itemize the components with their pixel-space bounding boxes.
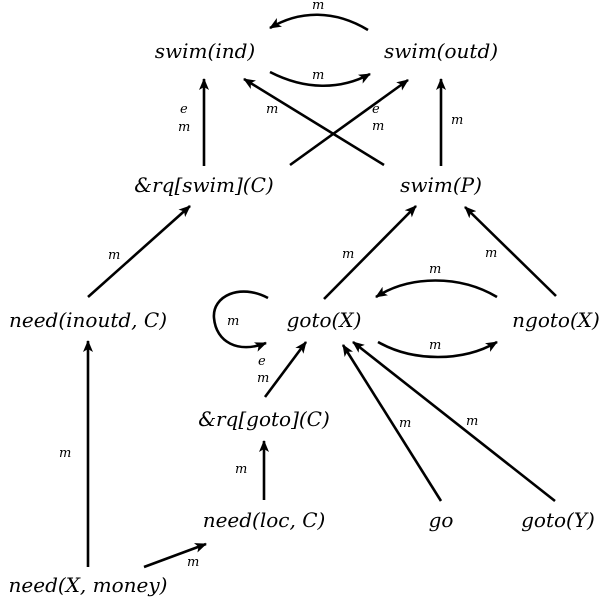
node-need-money: need(X, money) <box>9 573 168 597</box>
edge-label-rq-swim-to-swim-outd-e: e <box>372 102 380 117</box>
node-rq-goto: &rq[goto](C) <box>198 407 330 431</box>
node-rq-swim: &rq[swim](C) <box>134 173 273 197</box>
edge-swim-outd-to-swim-ind-top <box>269 13 369 32</box>
edge-need-inoutd-to-rq-swim <box>87 205 191 298</box>
edge-goto-x-to-ngoto-x <box>377 340 498 359</box>
edge-label-rq-goto-e: e <box>258 354 266 369</box>
node-goto-x: goto(X) <box>287 308 362 332</box>
edge-goto-x-self-loop <box>212 290 269 352</box>
node-swim-p: swim(P) <box>400 173 482 197</box>
edge-ngoto-x-to-swim-p <box>464 206 557 297</box>
edge-label-goto-x-to-swim-p: m <box>342 247 354 262</box>
edge-need-money-to-need-loc <box>143 542 207 569</box>
node-swim-ind: swim(ind) <box>155 39 255 63</box>
edge-label-rq-swim-to-swim-outd-m: m <box>372 119 384 134</box>
node-ngoto-x: ngoto(X) <box>512 308 600 332</box>
edge-label-goto-x-self-loop: m <box>227 314 239 329</box>
edge-label-need-loc-to-rq-goto: m <box>235 462 247 477</box>
edge-label-rq-goto-m: m <box>257 371 269 386</box>
edge-label-rq-swim-e: e <box>180 102 188 117</box>
edge-label-ngoto-x-to-goto-x: m <box>429 262 441 277</box>
edge-label-ngoto-x-to-swim-p: m <box>485 246 497 261</box>
edge-label-need-money-to-need-inoutd: m <box>59 446 71 461</box>
edge-label-goto-y-to-goto-x: m <box>466 414 478 429</box>
edge-goto-x-to-swim-p <box>323 205 417 300</box>
edge-label-goto-x-to-ngoto-x: m <box>429 338 441 353</box>
edge-label-go-to-goto-x: m <box>399 416 411 431</box>
edge-swim-p-to-swim-ind <box>243 77 385 167</box>
node-swim-outd: swim(outd) <box>384 39 498 63</box>
edge-goto-y-to-goto-x <box>352 340 556 503</box>
edge-label-need-money-to-need-loc: m <box>187 555 199 570</box>
node-need-inoutd: need(inoutd, C) <box>9 308 167 332</box>
edge-label-swim-ind-to-swim-outd: m <box>312 68 324 83</box>
edge-swim-ind-to-swim-outd-bottom <box>269 70 371 88</box>
edge-go-to-goto-x <box>341 344 443 502</box>
node-need-loc: need(loc, C) <box>203 508 326 532</box>
edge-label-swim-p-to-swim-outd: m <box>451 113 463 128</box>
edge-rq-swim-to-swim-outd <box>289 78 409 167</box>
node-goto-y: goto(Y) <box>521 508 595 532</box>
edge-rq-goto-to-goto-x <box>263 341 308 398</box>
edge-label-need-inoutd-to-rq-swim: m <box>108 248 120 263</box>
edge-label-swim-p-to-swim-ind: m <box>266 102 278 117</box>
edge-label-swim-outd-to-swim-ind: m <box>312 0 324 13</box>
edge-ngoto-x-to-goto-x <box>375 279 498 299</box>
node-go: go <box>429 508 454 532</box>
edge-label-rq-swim-m: m <box>178 120 190 135</box>
